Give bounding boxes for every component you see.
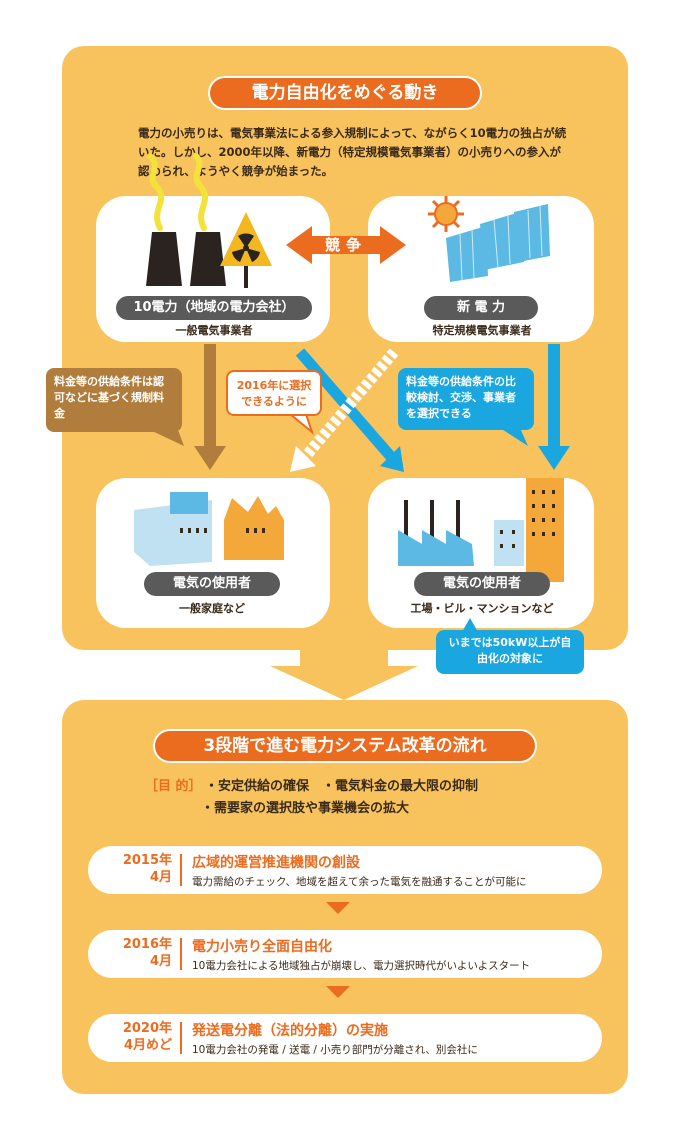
utility-sublabel: 一般電気事業者 — [175, 324, 253, 337]
industry-user-sublabel: 工場・ビル・マンションなど — [410, 602, 554, 615]
step-description: 10電力会社の発電 / 送電 / 小売り部門が分離され、別会社に — [192, 1044, 478, 1056]
step-title: 発送電分離（法的分離）の実施 — [192, 1023, 388, 1039]
new-power-sublabel: 特定規模電気事業者 — [432, 324, 532, 337]
smoke-icon — [147, 153, 209, 231]
section-title-top: 電力自由化をめぐる動き — [210, 78, 480, 108]
bubble-regulated-price: 料金等の供給条件は認可などに基づく規制料金 — [46, 368, 182, 432]
house-icon — [134, 492, 284, 566]
home-user-label: 電気の使用者 — [144, 572, 280, 596]
step-arrow-2 — [326, 986, 350, 998]
step-arrow-1 — [326, 902, 350, 914]
step-title: 電力小売り全面自由化 — [192, 939, 332, 955]
section-title-bottom: 3段階で進む電力システム改革の流れ — [155, 731, 535, 761]
purpose-line-1: ・安定供給の確保 ・電気料金の最大限の抑制 — [205, 779, 479, 794]
sun-icon — [428, 196, 464, 232]
factory-icon — [398, 478, 564, 582]
nuclear-sign-icon — [220, 212, 272, 288]
step-description: 10電力会社による地域独占が崩壊し、電力選択時代がいよいよスタート — [192, 960, 531, 972]
purpose-block: ［目 的］ ・安定供給の確保 ・電気料金の最大限の抑制 ・需要家の選択肢や事業機会… — [145, 776, 585, 820]
step-description: 電力需給のチェック、地域を超えて余った電気を融通することが可能に — [192, 876, 527, 888]
arrow-new-to-industry — [538, 344, 570, 470]
arrow-utility-to-industry — [295, 348, 404, 472]
industry-user-label: 電気の使用者 — [414, 572, 550, 596]
arrow-new-to-home — [290, 348, 399, 472]
bubble-tail-regulated — [150, 430, 184, 446]
purpose-tag: ［目 的］ — [145, 779, 196, 794]
step-title: 広域的運営推進機関の創設 — [192, 855, 360, 871]
power-plant-icon — [146, 232, 226, 286]
home-user-sublabel: 一般家庭など — [179, 602, 245, 615]
bubble-tail-compare — [500, 428, 528, 446]
bubble-compare-choose: 料金等の供給条件の比較検討、交渉、事業者を選択できる — [398, 368, 534, 430]
bubble-50kw: いまでは50kW以上が自由化の対象に — [436, 630, 584, 674]
intro-text: 電力の小売りは、電気事業法による参入規制によって、ながらく10電力の独占が続いた… — [138, 126, 567, 178]
competition-arrow — [286, 226, 406, 264]
step-divider — [180, 1022, 182, 1054]
bubble-tail-50kw — [462, 618, 478, 632]
card-home-user — [96, 478, 330, 628]
step-divider — [180, 854, 182, 886]
step-divider — [180, 938, 182, 970]
utility-label: 10電力（地域の電力会社） — [116, 296, 312, 320]
compete-label: 競争 — [324, 236, 367, 254]
bubble-tail-2016 — [287, 413, 315, 435]
new-power-label: 新 電 力 — [424, 296, 538, 320]
arrow-utility-to-home — [194, 344, 226, 470]
purpose-line-2: ・需要家の選択肢や事業機会の拡大 — [201, 801, 410, 816]
bubble-2016-choice: 2016年に選択できるように — [226, 370, 322, 416]
